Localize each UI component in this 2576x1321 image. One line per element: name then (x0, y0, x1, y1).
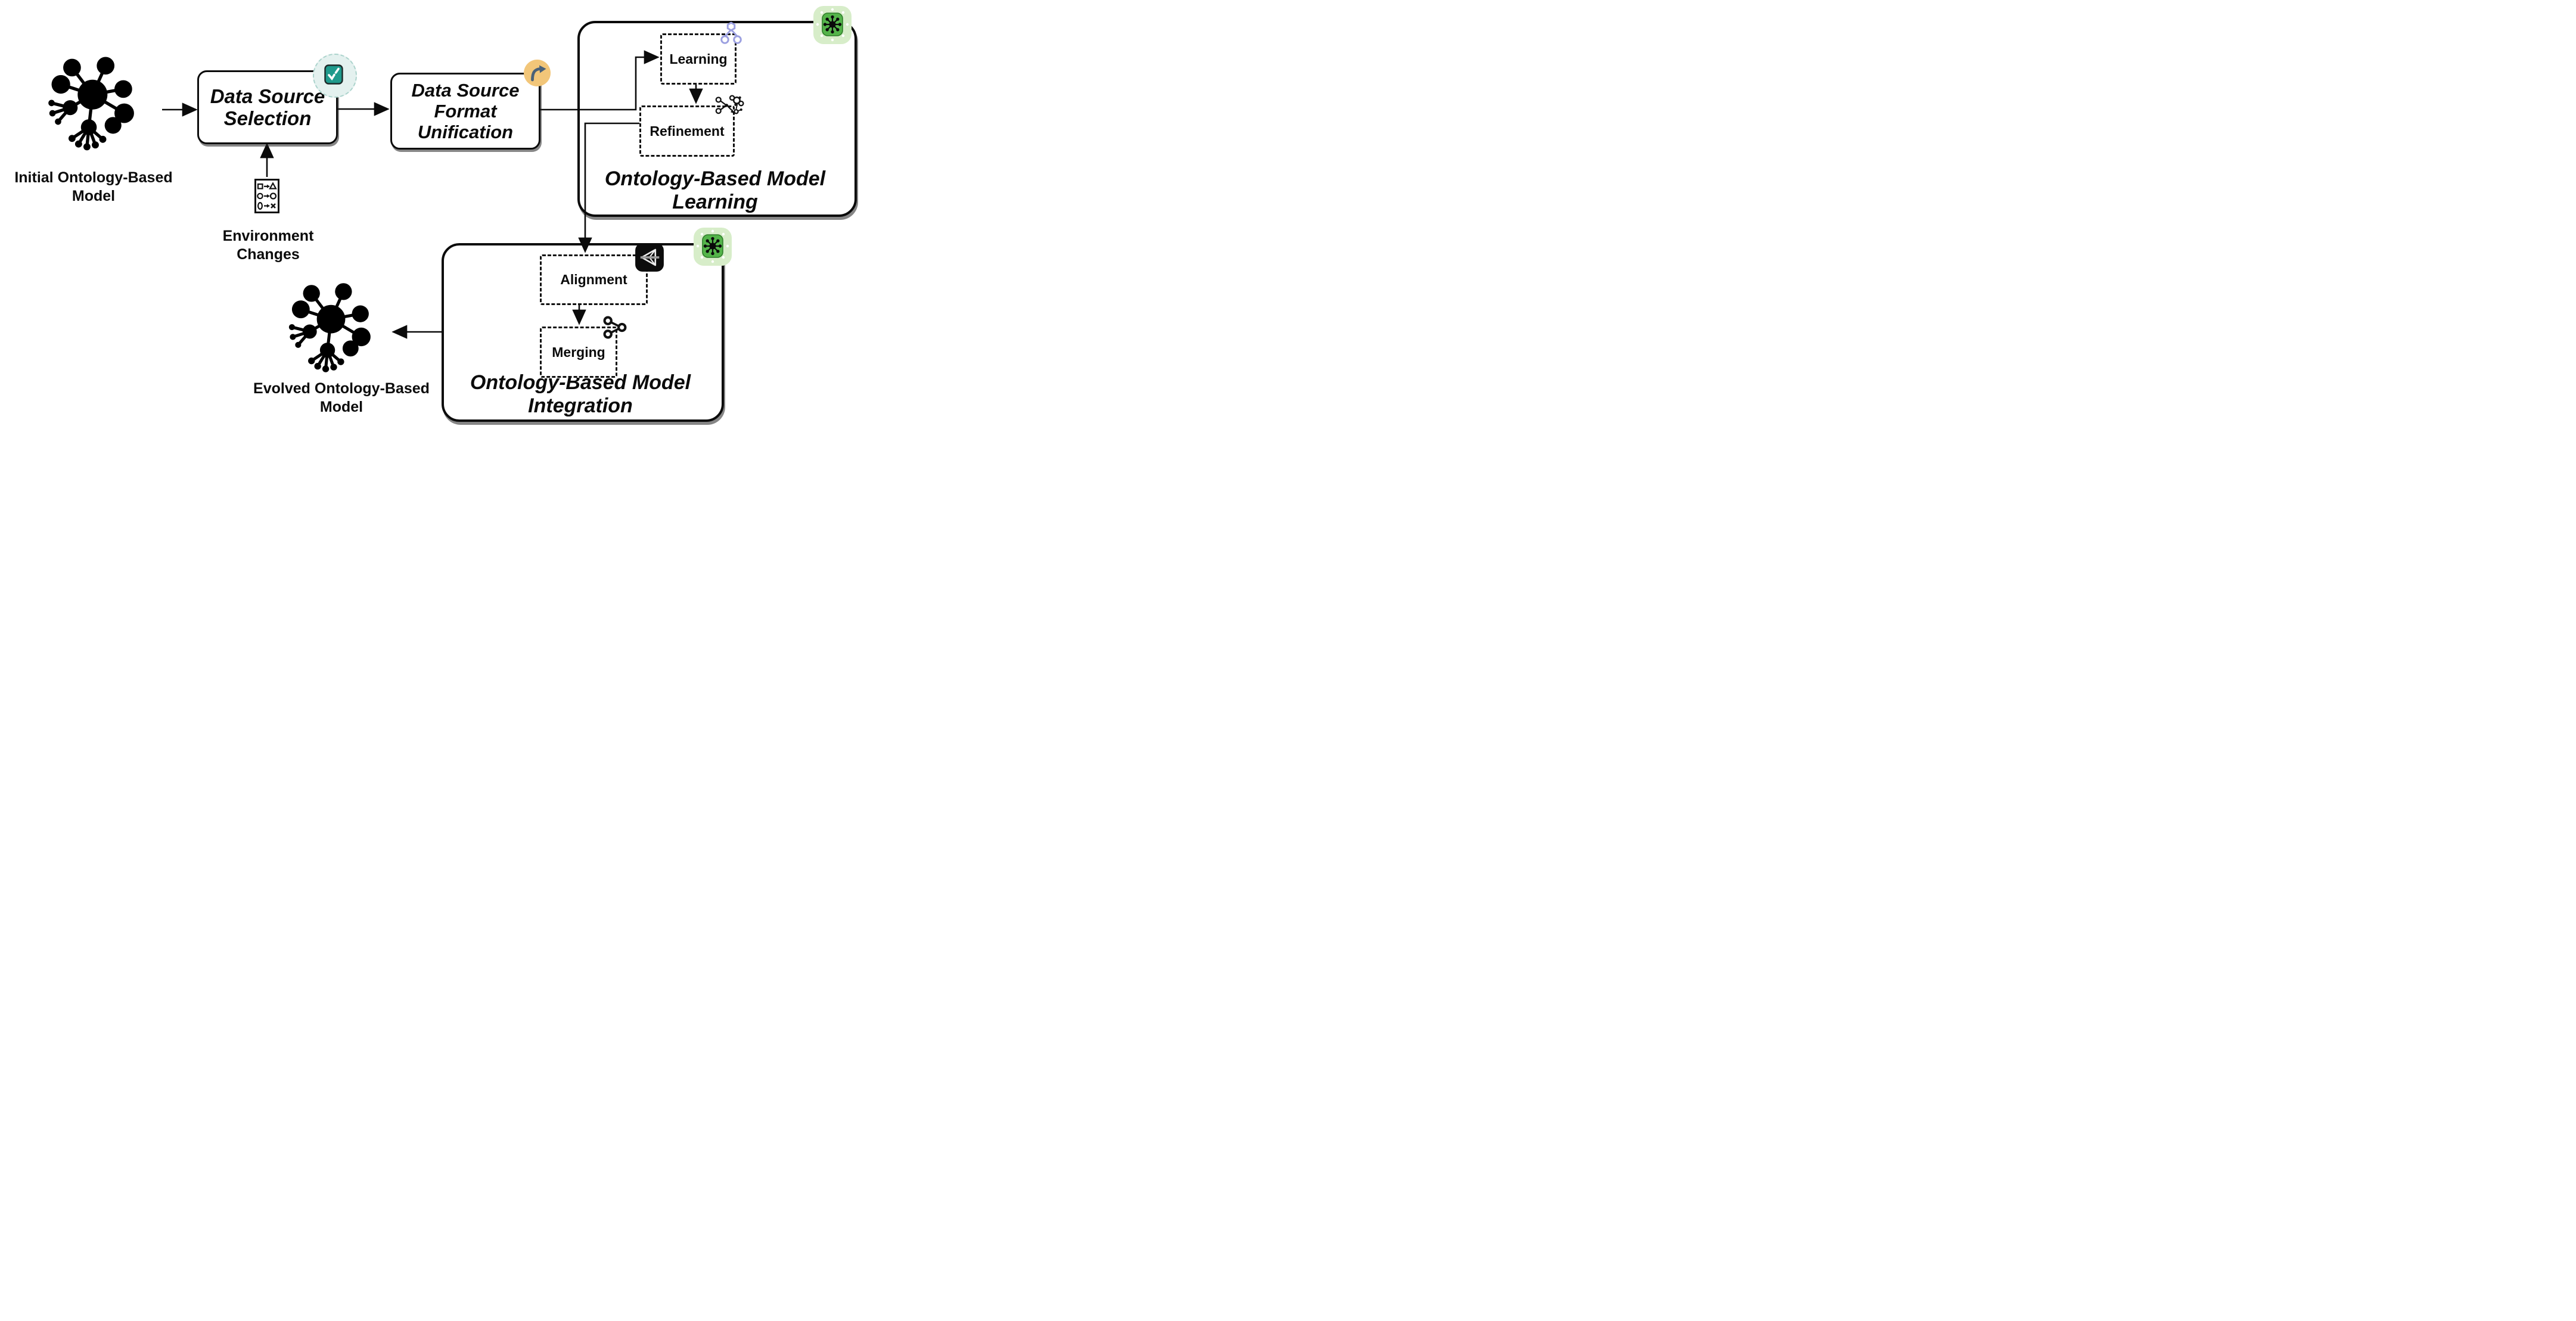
green-network-badge-icon (694, 228, 732, 266)
format-unification-line3: Unification (417, 122, 514, 142)
connector-layer (162, 50, 703, 339)
evolved-model-label: Evolved Ontology-Based Model (246, 380, 437, 416)
forward-arrow-badge-icon (524, 60, 551, 86)
alignment-step-box: Alignment (540, 254, 648, 305)
initial-model-label: Initial Ontology-Based Model (4, 169, 183, 206)
diagram-canvas: Ontology-Based Model Learning Ontology-B… (0, 0, 859, 440)
learning-step-label: Learning (669, 51, 728, 67)
environment-changes-label: Environment Changes (197, 227, 340, 264)
initial-model-label-line2: Model (72, 188, 116, 204)
data-source-selection-line2: Selection (223, 107, 312, 129)
initial-model-label-line1: Initial Ontology-Based (14, 169, 173, 186)
learning-container-label-line2: Learning (672, 191, 758, 213)
tree-hierarchy-icon (720, 21, 742, 44)
data-source-selection-box: Data Source Selection (197, 70, 338, 144)
environment-changes-label-line1: Environment (222, 228, 314, 244)
format-unification-box: Data Source Format Unification (390, 73, 540, 150)
environment-changes-label-line2: Changes (237, 246, 300, 263)
connector-refinement-to-alignment (578, 122, 639, 253)
green-network-badge-icon (813, 6, 852, 44)
learning-container-label: Ontology-Based Model Learning (590, 167, 840, 214)
merging-step-label: Merging (552, 344, 605, 360)
merge-share-icon (603, 316, 627, 339)
alignment-step-label: Alignment (560, 272, 627, 287)
evolved-model-label-line2: Model (319, 399, 363, 415)
format-unification-line1: Data Source (411, 80, 520, 101)
refinement-step-label: Refinement (650, 123, 725, 139)
format-unification-line2: Format (434, 101, 497, 122)
integration-container-label-line2: Integration (528, 394, 633, 417)
ontology-network-icon (48, 57, 134, 151)
shape-transformation-icon (254, 179, 279, 213)
checkmark-badge-icon (324, 64, 343, 85)
graph-refinement-icon (715, 95, 744, 114)
data-source-selection-line1: Data Source (210, 85, 325, 107)
evolved-model-label-line1: Evolved Ontology-Based (253, 380, 430, 397)
learning-container-label-line1: Ontology-Based Model (604, 167, 826, 190)
refinement-step-box: Refinement (639, 105, 735, 157)
connector-format-to-learning (537, 50, 660, 111)
send-triangle-badge-icon (635, 243, 664, 272)
ontology-network-icon (288, 283, 371, 372)
